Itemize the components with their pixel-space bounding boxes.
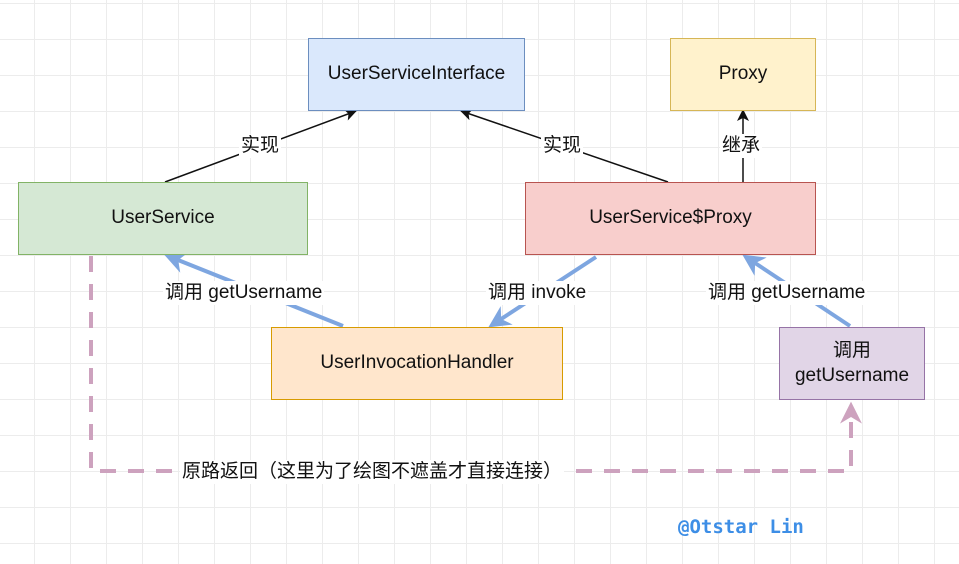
caller-label-line2: getUsername [794, 364, 910, 386]
proxy-label: Proxy [718, 63, 768, 85]
call-label-invoke: 调用 invoke [486, 281, 589, 305]
call-label-get-username-left: 调用 getUsername [163, 281, 325, 305]
user-service-label: UserService [111, 207, 215, 229]
proxy-node[interactable]: Proxy [670, 38, 816, 111]
user-service-interface-label: UserServiceInterface [327, 63, 506, 85]
extends-label: 继承 [720, 134, 763, 158]
implements-label-left: 实现 [239, 134, 282, 158]
caller-label-line1: 调用 [832, 339, 871, 361]
user-invocation-handler-node[interactable]: UserInvocationHandler [271, 327, 563, 400]
author-watermark: @Otstar Lin [678, 516, 804, 538]
user-service-node[interactable]: UserService [18, 182, 308, 255]
user-service-proxy-node[interactable]: UserService$Proxy [525, 182, 816, 255]
user-service-proxy-label: UserService$Proxy [589, 207, 752, 229]
call-label-get-username-right: 调用 getUsername [706, 281, 868, 305]
implements-label-right: 实现 [541, 134, 584, 158]
user-invocation-handler-label: UserInvocationHandler [320, 352, 514, 374]
caller-node[interactable]: 调用 getUsername [779, 327, 925, 400]
return-path-label: 原路返回（这里为了绘图不遮盖才直接连接） [180, 460, 565, 484]
user-service-interface-node[interactable]: UserServiceInterface [308, 38, 525, 111]
